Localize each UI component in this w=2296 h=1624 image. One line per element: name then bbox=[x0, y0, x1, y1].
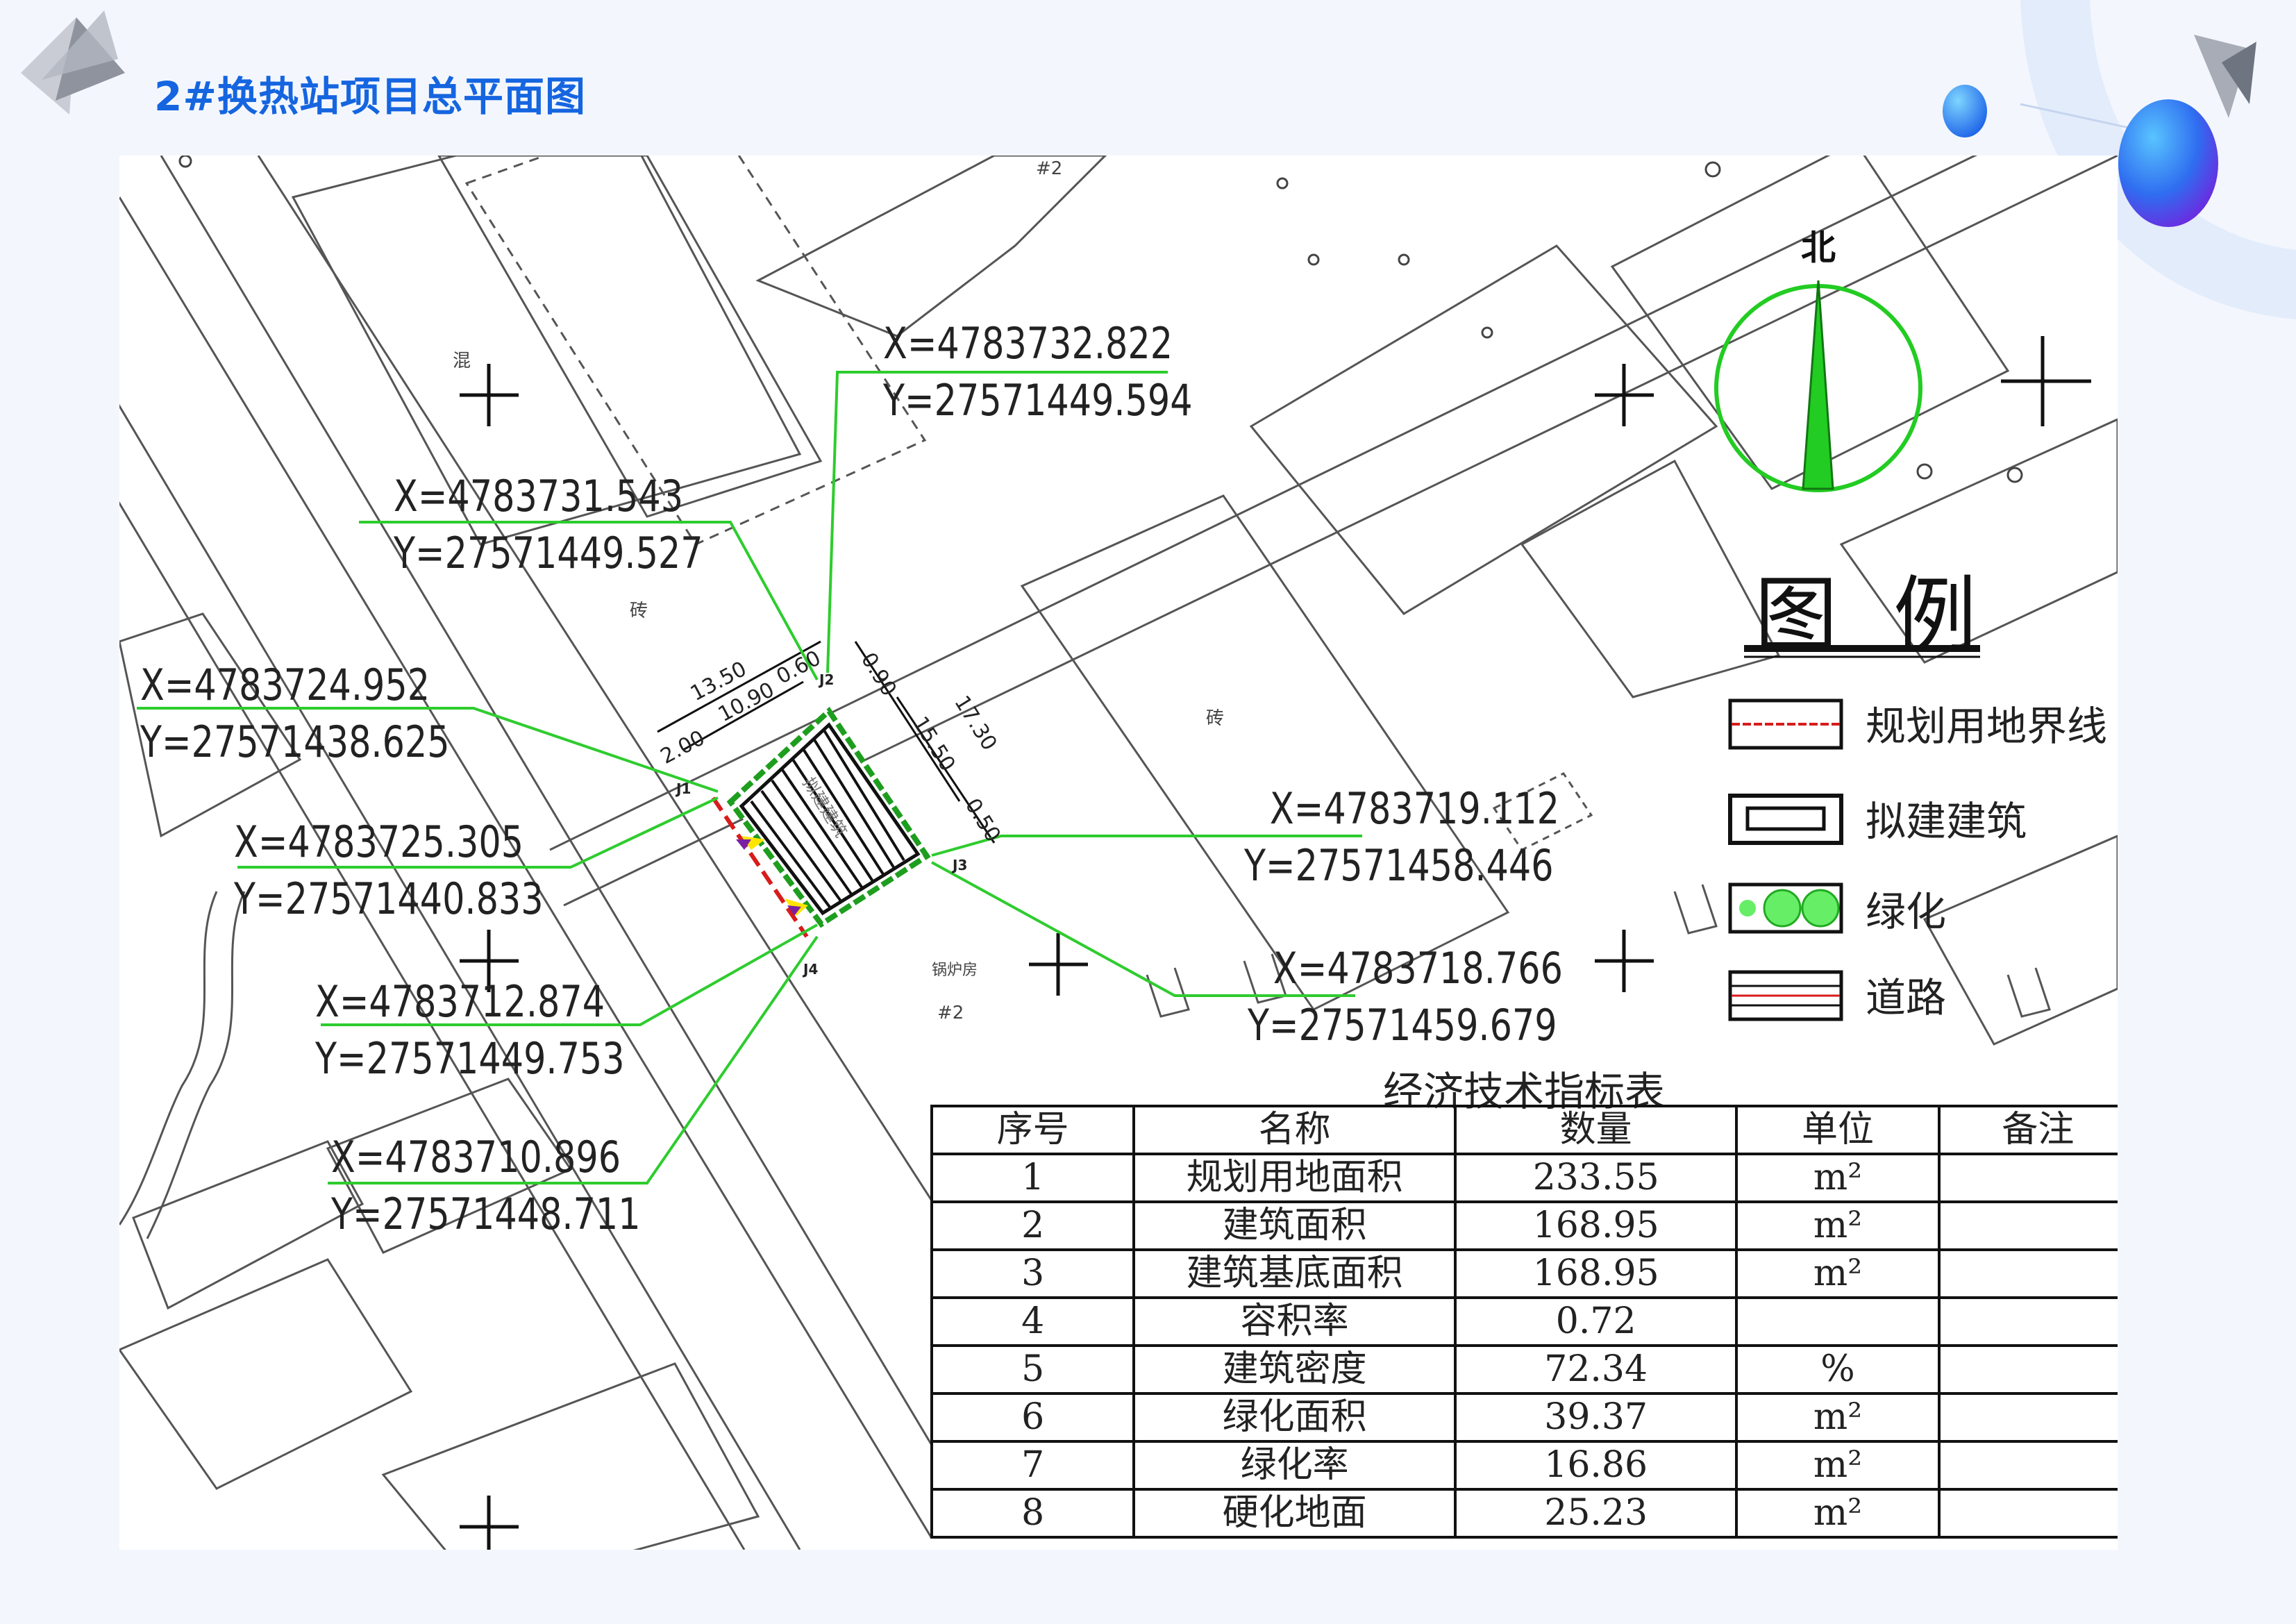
north-arrow bbox=[1714, 280, 1922, 492]
column-header: 备注 bbox=[1937, 1105, 2118, 1155]
table-cell: 2 bbox=[930, 1200, 1136, 1251]
table-cell: 4 bbox=[930, 1296, 1136, 1347]
table-cell: 39.37 bbox=[1454, 1392, 1738, 1443]
table-cell: 6 bbox=[930, 1392, 1136, 1443]
map-label: 砖 bbox=[1206, 708, 1225, 729]
table-cell: 绿化率 bbox=[1132, 1440, 1457, 1491]
legend-label-road: 道路 bbox=[1866, 974, 1947, 1021]
table-row: 6 绿化面积 39.37 m² bbox=[930, 1392, 2118, 1443]
table-cell: 建筑密度 bbox=[1132, 1344, 1457, 1395]
table-cell: 25.23 bbox=[1454, 1488, 1738, 1539]
table-cell: 7 bbox=[930, 1440, 1136, 1491]
column-header: 名称 bbox=[1132, 1105, 1457, 1155]
table-cell bbox=[1937, 1200, 2118, 1251]
table-cell: m² bbox=[1735, 1248, 1941, 1299]
legend-label-greening: 绿化 bbox=[1866, 888, 1947, 935]
table-cell: 3 bbox=[930, 1248, 1136, 1299]
table-row: 1 规划用地面积 233.55 m² bbox=[930, 1153, 2118, 1203]
point-label-j4: J4 bbox=[803, 961, 819, 978]
corner-triangle-decoration-left bbox=[21, 10, 125, 115]
legend-title: 图例 bbox=[1754, 568, 2032, 664]
column-header: 单位 bbox=[1735, 1105, 1941, 1155]
table-cell: 16.86 bbox=[1454, 1440, 1738, 1491]
table-header-row: 序号 名称 数量 单位 备注 bbox=[930, 1105, 2118, 1155]
table-cell bbox=[1937, 1440, 2118, 1491]
table-cell bbox=[1735, 1296, 1941, 1347]
table-cell: m² bbox=[1735, 1153, 1941, 1203]
table-cell bbox=[1937, 1153, 2118, 1203]
legend-label-proposed-building: 拟建建筑 bbox=[1866, 798, 2027, 845]
table-cell: m² bbox=[1735, 1440, 1941, 1491]
north-label: 北 bbox=[1801, 228, 1836, 268]
table-cell: 8 bbox=[930, 1488, 1136, 1539]
table-cell bbox=[1937, 1488, 2118, 1539]
table-cell bbox=[1937, 1392, 2118, 1443]
point-label-j3: J3 bbox=[953, 857, 968, 873]
table-cell: 168.95 bbox=[1454, 1200, 1738, 1251]
map-label: 混 bbox=[453, 351, 471, 371]
legend-label-boundary: 规划用地界线 bbox=[1866, 703, 2108, 750]
proposed-building bbox=[711, 706, 931, 938]
table-cell bbox=[1937, 1296, 2118, 1347]
column-header: 序号 bbox=[930, 1105, 1136, 1155]
table-cell: 建筑面积 bbox=[1132, 1200, 1457, 1251]
table-cell: m² bbox=[1735, 1392, 1941, 1443]
base-map bbox=[119, 156, 2118, 1550]
table-cell: 绿化面积 bbox=[1132, 1392, 1457, 1443]
table-cell: 建筑基底面积 bbox=[1132, 1248, 1457, 1299]
table-cell: 规划用地面积 bbox=[1132, 1153, 1457, 1203]
road-icon bbox=[1728, 970, 1843, 1021]
point-label-j2: J2 bbox=[819, 671, 835, 688]
page-title: 2#换热站项目总平面图 bbox=[154, 73, 586, 120]
table-cell bbox=[1937, 1344, 2118, 1395]
map-label: 锅炉房 bbox=[932, 962, 978, 979]
indicator-table-panel: 经济技术指标表 序号 名称 数量 单位 备注 1 规划用地面积 233.55 bbox=[930, 1062, 2118, 1550]
table-cell: 容积率 bbox=[1132, 1296, 1457, 1347]
column-header: 数量 bbox=[1454, 1105, 1738, 1155]
map-label: #2 bbox=[937, 1003, 964, 1023]
sphere-decoration-small bbox=[1943, 85, 1987, 137]
greening-icon bbox=[1728, 882, 1843, 934]
corner-arc-decoration-right bbox=[2020, 0, 2296, 319]
table-cell: 233.55 bbox=[1454, 1153, 1738, 1203]
boundary-line-icon bbox=[1728, 698, 1843, 750]
indicator-table: 序号 名称 数量 单位 备注 1 规划用地面积 233.55 m² 2 建筑面 bbox=[930, 1105, 2118, 1539]
table-row: 4 容积率 0.72 bbox=[930, 1296, 2118, 1347]
sphere-decoration-large bbox=[2118, 99, 2218, 227]
table-cell: m² bbox=[1735, 1200, 1941, 1251]
table-cell: 5 bbox=[930, 1344, 1136, 1395]
map-label: 砖 bbox=[630, 601, 648, 621]
table-cell: 硬化地面 bbox=[1132, 1488, 1457, 1539]
table-cell: % bbox=[1735, 1344, 1941, 1395]
proposed-building-icon bbox=[1728, 794, 1843, 845]
table-cell: m² bbox=[1735, 1488, 1941, 1539]
table-row: 3 建筑基底面积 168.95 m² bbox=[930, 1248, 2118, 1299]
table-cell: 0.72 bbox=[1454, 1296, 1738, 1347]
table-cell: 1 bbox=[930, 1153, 1136, 1203]
table-row: 7 绿化率 16.86 m² bbox=[930, 1440, 2118, 1491]
table-cell: 72.34 bbox=[1454, 1344, 1738, 1395]
table-row: 2 建筑面积 168.95 m² bbox=[930, 1200, 2118, 1251]
map-label: #2 bbox=[1036, 158, 1063, 179]
point-label-j1: J1 bbox=[676, 780, 692, 797]
table-row: 5 建筑密度 72.34 % bbox=[930, 1344, 2118, 1395]
table-cell bbox=[1937, 1248, 2118, 1299]
table-cell: 168.95 bbox=[1454, 1248, 1738, 1299]
table-row: 8 硬化地面 25.23 m² bbox=[930, 1488, 2118, 1539]
